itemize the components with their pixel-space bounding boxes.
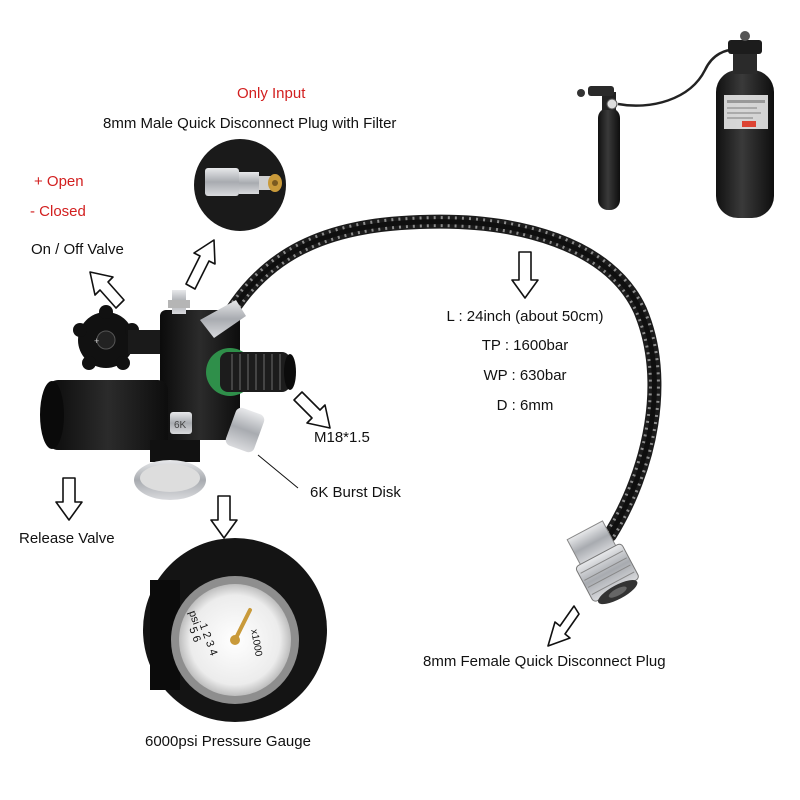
arrow-up-left-icon — [89, 271, 125, 309]
hose-diameter-label: D : 6mm — [496, 397, 554, 414]
small-tank — [598, 108, 620, 210]
hose-test-pressure-label: TP : 1600bar — [481, 337, 569, 354]
arrow-down-icon — [210, 495, 238, 539]
hose — [211, 214, 662, 542]
open-label: + Open — [34, 173, 84, 190]
svg-text:+: + — [94, 336, 99, 346]
gauge-label: 6000psi Pressure Gauge — [145, 733, 311, 750]
only-input-label: Only Input — [237, 85, 306, 102]
hose-length-label: L : 24inch (about 50cm) — [446, 308, 604, 325]
male-plug-zoom — [194, 139, 286, 231]
release-valve-label: Release Valve — [19, 530, 115, 547]
thread-label: M18*1.5 — [314, 429, 370, 446]
female-plug-label: 8mm Female Quick Disconnect Plug — [423, 653, 666, 670]
hose-working-pressure-label: WP : 630bar — [483, 367, 567, 384]
arrow-down-left-icon — [547, 605, 580, 647]
valve-body: + 6K — [40, 290, 296, 500]
female-quick-disconnect — [566, 520, 639, 605]
on-off-valve-label: On / Off Valve — [31, 241, 124, 258]
valve-marking: 6K — [174, 420, 187, 431]
male-plug-label: 8mm Male Quick Disconnect Plug with Filt… — [103, 115, 397, 132]
tank-set-photo — [577, 31, 774, 218]
closed-label: - Closed — [30, 203, 86, 220]
burst-disk-label: 6K Burst Disk — [310, 484, 401, 501]
arrow-down-right-icon — [293, 391, 331, 429]
burst-disk-leader — [257, 454, 299, 489]
arrow-down-icon — [55, 477, 83, 521]
gauge-zoom — [143, 538, 327, 722]
arrow-up-right-icon — [185, 239, 216, 290]
arrow-down-icon — [511, 251, 539, 299]
